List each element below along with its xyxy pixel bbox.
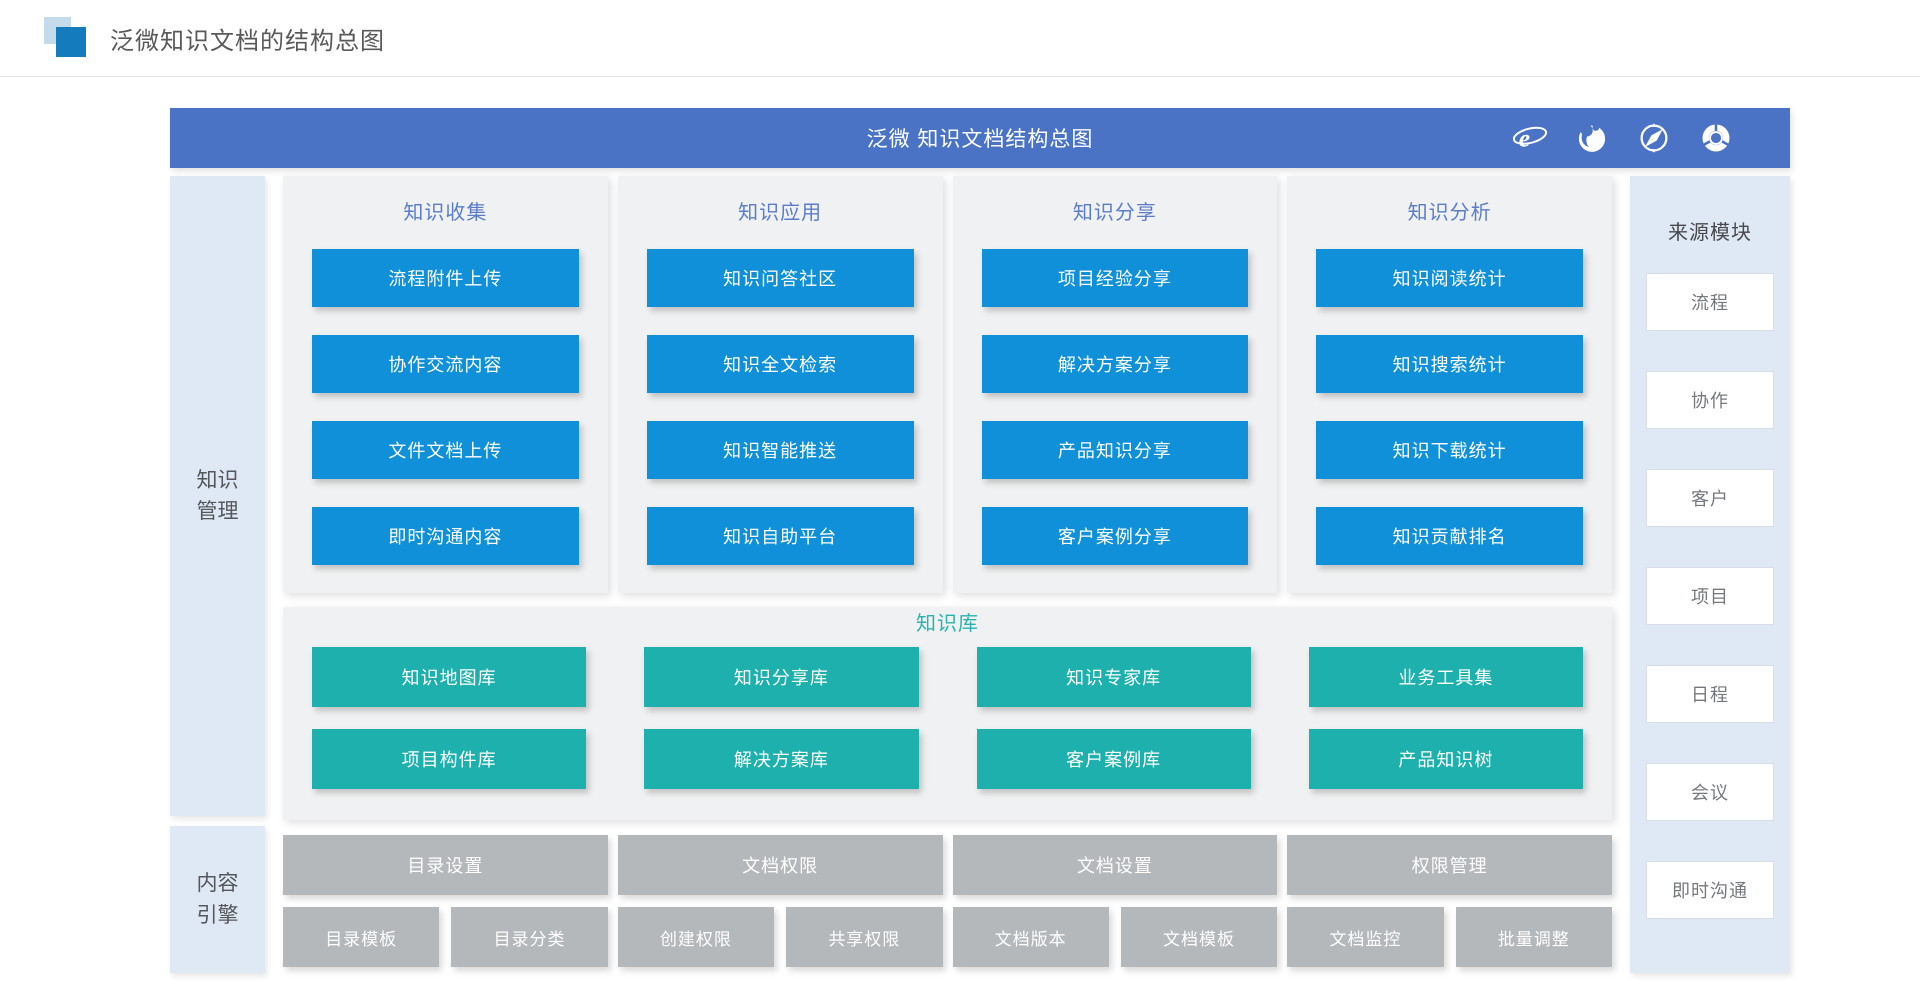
node-button[interactable]: 知识智能推送 (646, 421, 914, 479)
sidebar-content-engine-label: 内容引擎 (196, 872, 239, 927)
node-button[interactable]: 知识分享库 (644, 647, 919, 707)
node-button[interactable]: 项目构件库 (312, 729, 587, 789)
left-sidebar: 知识管理 内容引擎 (170, 176, 265, 973)
node-button[interactable]: 解决方案库 (644, 729, 919, 789)
column-header: 知识分析 (1407, 202, 1492, 224)
node-button[interactable]: 文档版本 (952, 907, 1109, 967)
knowledge-columns: 知识收集 流程附件上传 协作交流内容 文件文档上传 即时沟通内容 知识应用 知识… (283, 176, 1612, 593)
node-button[interactable]: 产品知识树 (1308, 729, 1583, 789)
node-button[interactable]: 文档模板 (1120, 907, 1278, 967)
logo-square-dark (56, 27, 86, 57)
source-module-button[interactable]: 客户 (1646, 469, 1774, 527)
sidebar-knowledge-management-label: 知识管理 (196, 468, 239, 524)
node-button[interactable]: 目录模板 (283, 907, 440, 967)
engine-group-permission-mgmt: 权限管理 文档监控 批量调整 (1287, 835, 1612, 967)
source-module-button[interactable]: 即时沟通 (1646, 861, 1774, 919)
node-button[interactable]: 文档监控 (1287, 907, 1444, 967)
knowledge-base-header: 知识库 (916, 613, 979, 635)
structure-diagram: 泛微 知识文档结构总图 e (170, 108, 1790, 973)
node-button[interactable]: 知识下载统计 (1316, 421, 1583, 479)
page-title: 泛微知识文档的结构总图 (110, 27, 385, 55)
safari-icon (1640, 123, 1668, 153)
node-button[interactable]: 流程附件上传 (312, 249, 579, 307)
page-header: 泛微知识文档的结构总图 (0, 0, 1920, 77)
node-button[interactable]: 知识全文检索 (646, 335, 914, 393)
node-button[interactable]: 知识贡献排名 (1316, 507, 1583, 565)
node-button[interactable]: 知识阅读统计 (1316, 249, 1583, 307)
diagram-body: 知识管理 内容引擎 知识收集 流程附件上传 协作交流内容 文件文档上传 即时沟通… (170, 176, 1790, 973)
diagram-banner: 泛微 知识文档结构总图 e (170, 108, 1790, 168)
node-button[interactable]: 文件文档上传 (312, 421, 579, 479)
right-sidebar-source-modules: 来源模块 流程 协作 客户 项目 日程 会议 即时沟通 (1630, 176, 1790, 973)
firefox-icon (1578, 124, 1606, 152)
source-module-button[interactable]: 会议 (1646, 763, 1774, 821)
content-engine-grid: 目录设置 目录模板 目录分类 文档权限 创建权限 共享权限 文档设置 (283, 835, 1612, 967)
node-button[interactable]: 目录分类 (451, 907, 608, 967)
node-button[interactable]: 权限管理 (1287, 835, 1612, 895)
panel-knowledge-base: 知识库 知识地图库 知识分享库 知识专家库 业务工具集 项目构件库 解决方案库 … (283, 607, 1612, 820)
node-button[interactable]: 业务工具集 (1308, 647, 1583, 707)
banner-title: 泛微 知识文档结构总图 (866, 128, 1094, 151)
node-button[interactable]: 文档权限 (617, 835, 943, 895)
svg-text:e: e (1519, 123, 1530, 152)
knowledge-base-grid: 知识地图库 知识分享库 知识专家库 业务工具集 项目构件库 解决方案库 客户案例… (283, 647, 1612, 789)
browser-icons: e (1512, 108, 1734, 168)
column-header: 知识应用 (738, 202, 823, 224)
source-module-button[interactable]: 协作 (1646, 371, 1774, 429)
node-button[interactable]: 项目经验分享 (981, 249, 1249, 307)
node-button[interactable]: 知识专家库 (976, 647, 1251, 707)
panel-knowledge-share: 知识分享 项目经验分享 解决方案分享 产品知识分享 客户案例分享 (952, 176, 1278, 593)
ie-icon: e (1512, 123, 1548, 152)
node-button[interactable]: 产品知识分享 (981, 421, 1249, 479)
engine-group-doc-settings: 文档设置 文档版本 文档模板 (952, 835, 1278, 967)
panel-knowledge-apply: 知识应用 知识问答社区 知识全文检索 知识智能推送 知识自助平台 (617, 176, 943, 593)
node-button[interactable]: 知识搜索统计 (1316, 335, 1583, 393)
node-button[interactable]: 协作交流内容 (312, 335, 579, 393)
chrome-icon (1702, 123, 1730, 152)
node-button[interactable]: 知识问答社区 (646, 249, 914, 307)
node-button[interactable]: 目录设置 (283, 835, 608, 895)
node-button[interactable]: 批量调整 (1455, 907, 1612, 967)
column-header: 知识分享 (1072, 202, 1157, 224)
node-button[interactable]: 解决方案分享 (981, 335, 1249, 393)
engine-group-catalog: 目录设置 目录模板 目录分类 (283, 835, 608, 967)
panel-knowledge-analyze: 知识分析 知识阅读统计 知识搜索统计 知识下载统计 知识贡献排名 (1287, 176, 1612, 593)
node-button[interactable]: 客户案例库 (976, 729, 1251, 789)
source-modules-header: 来源模块 (1668, 222, 1752, 244)
logo-squares-icon (32, 13, 88, 63)
source-module-button[interactable]: 流程 (1646, 273, 1774, 331)
node-button[interactable]: 即时沟通内容 (312, 507, 579, 565)
sidebar-knowledge-management: 知识管理 (170, 176, 265, 816)
node-button[interactable]: 知识自助平台 (646, 507, 914, 565)
diagram-main: 知识收集 流程附件上传 协作交流内容 文件文档上传 即时沟通内容 知识应用 知识… (283, 176, 1612, 973)
panel-knowledge-collect: 知识收集 流程附件上传 协作交流内容 文件文档上传 即时沟通内容 (283, 176, 608, 593)
column-header: 知识收集 (403, 202, 488, 224)
node-button[interactable]: 文档设置 (952, 835, 1278, 895)
node-button[interactable]: 客户案例分享 (981, 507, 1249, 565)
node-button[interactable]: 共享权限 (786, 907, 943, 967)
node-button[interactable]: 创建权限 (617, 907, 775, 967)
sidebar-content-engine: 内容引擎 (170, 826, 265, 973)
source-module-button[interactable]: 项目 (1646, 567, 1774, 625)
source-module-button[interactable]: 日程 (1646, 665, 1774, 723)
node-button[interactable]: 知识地图库 (312, 647, 587, 707)
engine-group-doc-permission: 文档权限 创建权限 共享权限 (617, 835, 943, 967)
